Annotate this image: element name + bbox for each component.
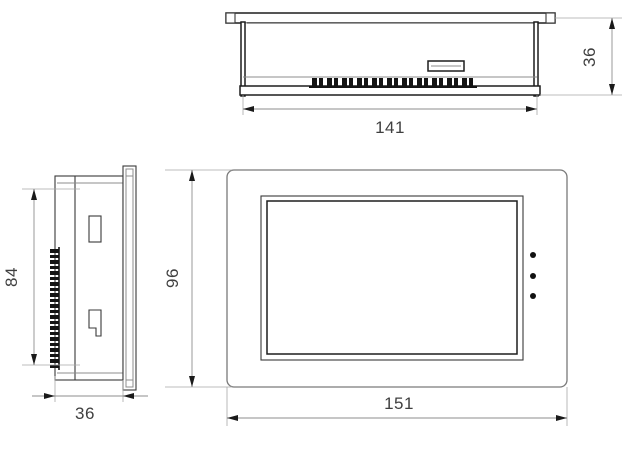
top-view [225, 12, 556, 97]
side-view [50, 165, 137, 391]
dimension-top-depth: 36 [540, 17, 622, 96]
front-view [226, 169, 568, 388]
front-view-led-indicator-1 [530, 252, 536, 258]
side-view-port-cutout-lower [88, 309, 102, 337]
dimension-front-width: 151 [226, 387, 568, 426]
arrow-front-height-up [189, 170, 195, 181]
dim-label-top-width: 141 [375, 118, 405, 137]
side-view-bezel-bottom-notch [125, 379, 134, 388]
side-view-bezel-inner [125, 168, 134, 388]
arrow-top-width-right [526, 106, 537, 112]
arrow-front-width-left [227, 415, 238, 421]
dim-label-top-depth: 36 [580, 47, 599, 67]
front-view-led-indicator-3 [530, 293, 536, 299]
arrow-top-depth-down [609, 84, 615, 95]
dimension-front-height: 96 [163, 169, 232, 388]
top-view-bezel-right-cap [545, 12, 556, 24]
front-view-led-indicator-2 [530, 273, 536, 279]
top-view-bezel-plate [225, 12, 556, 24]
dimension-side-depth: 36 [32, 376, 148, 423]
dim-label-side-depth: 36 [75, 404, 95, 423]
dim-label-front-height: 96 [163, 268, 182, 288]
dimension-side-height: 84 [2, 188, 80, 366]
arrow-front-height-down [189, 376, 195, 387]
arrow-top-width-left [243, 106, 254, 112]
front-view-screen-active-area [266, 200, 518, 355]
arrow-side-depth-left [44, 393, 55, 399]
arrow-side-height-down [31, 354, 37, 365]
side-view-body [54, 175, 124, 381]
top-view-left-wall [240, 21, 246, 97]
arrow-front-width-right [556, 415, 567, 421]
top-view-bezel-left-cap [225, 12, 236, 24]
top-view-connector-pins [312, 78, 473, 87]
side-view-bezel-top-notch [125, 168, 134, 177]
arrow-side-depth-right [123, 393, 134, 399]
dim-label-front-width: 151 [384, 394, 414, 413]
dim-label-side-height: 84 [2, 267, 21, 287]
side-view-terminal-pins [50, 249, 59, 368]
top-view-right-wall [533, 21, 539, 97]
arrow-top-depth-up [609, 18, 615, 29]
dimension-top-width: 141 [242, 95, 538, 137]
side-view-port-cutout-upper [88, 215, 102, 243]
arrow-side-height-up [31, 189, 37, 200]
